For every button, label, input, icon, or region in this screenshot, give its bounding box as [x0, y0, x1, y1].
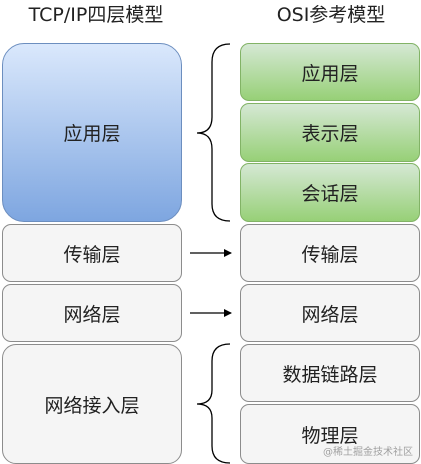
osi-physical-layer: 物理层 [240, 404, 420, 464]
tcpip-transport-layer: 传输层 [2, 224, 182, 282]
tcpip-application-layer: 应用层 [2, 43, 182, 222]
tcpip-model-title: TCP/IP四层模型 [28, 4, 164, 26]
osi-presentation-layer: 表示层 [240, 103, 420, 162]
watermark: @稀土掘金技术社区 [323, 447, 413, 458]
osi-application-layer: 应用层 [240, 43, 420, 101]
osi-network-layer: 网络层 [240, 284, 420, 342]
osi-model-title: OSI参考模型 [276, 4, 386, 26]
osi-transport-layer: 传输层 [240, 224, 420, 282]
application-mapping-brace [196, 43, 231, 222]
network-access-mapping-brace [196, 343, 231, 464]
tcpip-network-layer: 网络层 [2, 284, 182, 342]
osi-data-link-layer: 数据链路层 [240, 344, 420, 402]
tcpip-network-access-layer: 网络接入层 [2, 344, 182, 464]
osi-session-layer: 会话层 [240, 163, 420, 222]
